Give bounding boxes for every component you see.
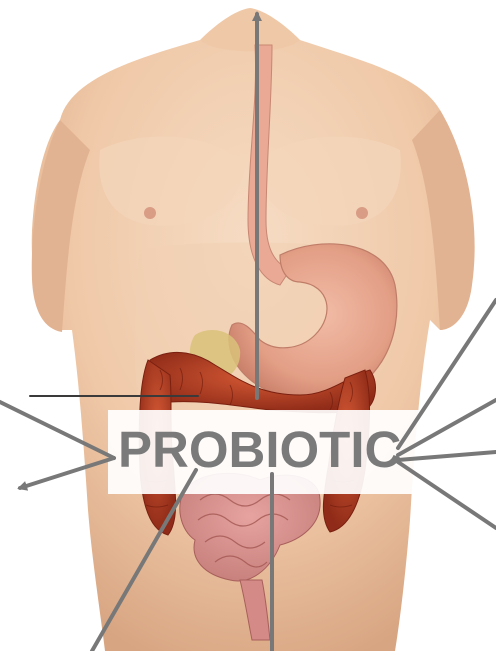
probiotic-label: PROBIOTIC <box>118 420 418 480</box>
left-nipple <box>144 207 156 219</box>
right-nipple <box>356 207 368 219</box>
neck <box>200 8 300 51</box>
